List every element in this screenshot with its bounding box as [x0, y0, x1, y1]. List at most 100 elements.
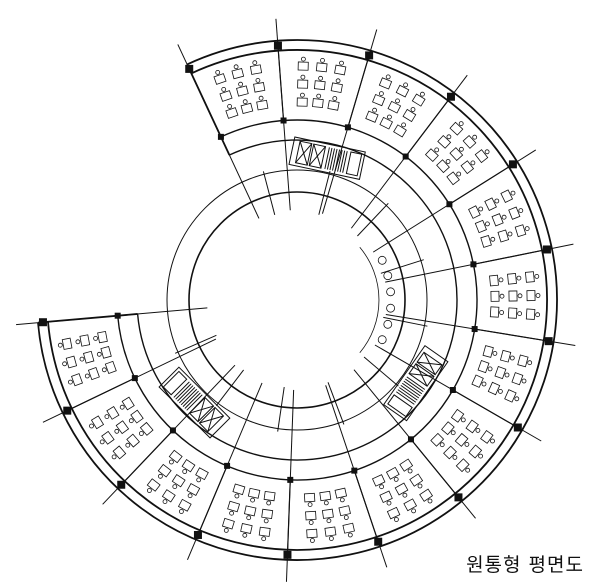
chair	[323, 500, 329, 506]
column	[508, 160, 517, 169]
desk	[379, 490, 393, 504]
column	[374, 537, 383, 546]
chair	[446, 134, 452, 140]
stair-tread	[177, 385, 194, 402]
desk	[261, 508, 274, 520]
stair-tread	[400, 384, 420, 399]
desk	[225, 107, 239, 119]
grid-line	[318, 171, 331, 215]
planter	[386, 303, 396, 313]
chair	[233, 64, 239, 70]
column	[542, 245, 551, 254]
desk	[460, 160, 475, 175]
chair	[299, 92, 305, 98]
core-room	[387, 394, 413, 418]
grid-line	[215, 369, 245, 407]
desk-cluster	[57, 330, 117, 387]
desk-cluster	[303, 487, 355, 543]
ring-wall	[47, 49, 548, 551]
bay-partition	[287, 479, 291, 550]
bay-partition	[47, 315, 118, 323]
chair	[309, 538, 315, 543]
desk	[437, 135, 452, 149]
desk-cluster	[296, 56, 347, 111]
desk	[121, 396, 135, 411]
desk	[446, 171, 460, 186]
chair	[89, 423, 94, 429]
chair	[221, 87, 227, 92]
stair-tread	[339, 150, 346, 173]
chair	[242, 99, 248, 105]
desk	[379, 116, 394, 130]
desk	[497, 229, 510, 243]
chair	[250, 497, 256, 503]
desk	[231, 67, 245, 80]
desk	[491, 213, 504, 227]
desk	[514, 224, 527, 238]
chair	[411, 508, 417, 514]
chair	[427, 498, 433, 504]
chair	[343, 515, 349, 520]
chair	[146, 488, 152, 493]
core-southeast	[382, 344, 449, 422]
desk	[480, 429, 494, 444]
chair	[119, 404, 125, 410]
chair	[157, 473, 163, 479]
desk	[474, 149, 489, 164]
desk	[334, 64, 347, 76]
chair	[255, 78, 261, 83]
chair	[534, 273, 540, 279]
grid-line	[383, 316, 428, 327]
desk	[139, 421, 154, 436]
elevator-shaft	[198, 406, 225, 433]
desk	[161, 489, 176, 503]
bay-partition	[473, 249, 543, 265]
chair	[114, 428, 120, 434]
desk	[321, 508, 334, 519]
column	[193, 530, 202, 539]
chair	[347, 532, 353, 538]
chair	[79, 356, 85, 362]
desk-cluster	[468, 189, 530, 248]
core-outline	[382, 344, 449, 422]
desk	[525, 308, 536, 320]
desk-cluster	[471, 345, 533, 403]
chair	[335, 78, 341, 84]
chair	[258, 95, 264, 101]
desk	[256, 99, 269, 111]
desk	[443, 445, 457, 460]
desk	[71, 373, 83, 387]
desk-cluster	[489, 271, 541, 320]
stair-tread	[329, 148, 336, 171]
desk	[65, 355, 78, 369]
desk	[378, 77, 393, 90]
desk	[240, 102, 254, 115]
chair	[75, 339, 81, 345]
desk	[508, 290, 518, 302]
desk	[130, 409, 144, 424]
elevator-cross	[189, 405, 214, 414]
desk	[487, 381, 501, 396]
chair	[458, 121, 464, 126]
stair-tread	[173, 381, 190, 398]
desk	[474, 219, 487, 234]
planter	[377, 255, 387, 265]
desk	[393, 124, 407, 138]
stair-tread	[396, 391, 415, 405]
chair	[182, 469, 188, 474]
desk	[338, 505, 351, 517]
desk	[403, 498, 418, 512]
chair	[478, 206, 484, 212]
desk	[186, 483, 201, 496]
desk	[87, 367, 100, 381]
chair	[339, 60, 344, 66]
courtyard-wall	[188, 191, 406, 409]
chair	[261, 536, 267, 542]
desk	[454, 432, 469, 447]
elevator-shaft	[308, 143, 327, 169]
courtyard-path	[359, 247, 380, 353]
desk	[430, 432, 445, 447]
planter	[383, 319, 393, 329]
chair	[524, 226, 530, 232]
chair	[509, 355, 515, 361]
